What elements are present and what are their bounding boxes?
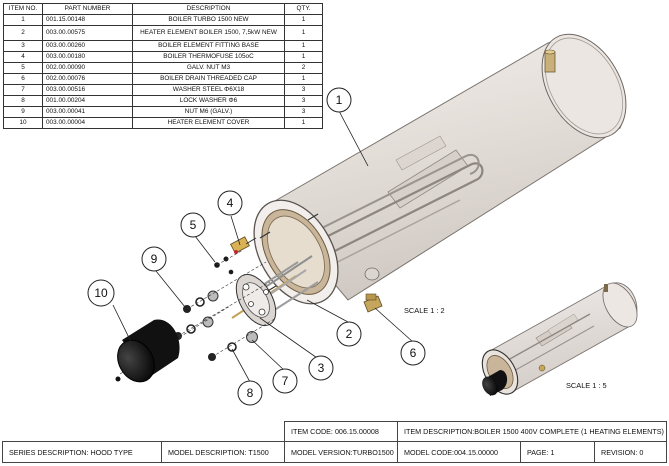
revision-value: 0 — [639, 447, 644, 457]
item-balloons — [87, 87, 426, 406]
page-cell: PAGE: 1 — [520, 441, 595, 463]
series-description-cell: SERIES DESCRIPTION: HOOD TYPE — [2, 441, 162, 463]
balloon-label: 1 — [336, 93, 343, 107]
model-code-value: 004.15.00000 — [454, 447, 499, 457]
model-code-label: MODEL CODE: — [404, 447, 455, 457]
balloon-label: 10 — [94, 286, 108, 300]
balloon-7 — [272, 368, 298, 394]
model-description-label: MODEL DESCRIPTION: — [168, 447, 247, 457]
bom-qty: 1 — [284, 117, 323, 129]
item-code-value: 006.15.00008 — [334, 427, 379, 436]
nut-m3 — [214, 256, 234, 275]
scale-label-main: SCALE 1 : 2 — [404, 306, 445, 315]
balloon-label: 8 — [247, 386, 254, 400]
heater-element-cover — [115, 319, 180, 383]
fastener-set — [174, 290, 258, 361]
model-version-label: MODEL VERSION: — [291, 447, 353, 457]
page-label: PAGE: — [527, 447, 549, 457]
balloon-3 — [308, 355, 334, 381]
item-description-label: ITEM DESCRIPTION: — [404, 427, 475, 436]
balloon-label: 2 — [346, 327, 353, 341]
series-description-value: HOOD TYPE — [90, 447, 133, 457]
boiler-tank — [253, 33, 627, 305]
item-code-cell: ITEM CODE: 006.15.00008 — [284, 421, 398, 442]
detail-view-assembly — [481, 282, 638, 396]
element-fitting-base — [235, 273, 277, 327]
balloon-9 — [141, 246, 167, 272]
balloon-label: 7 — [282, 374, 289, 388]
balloon-4 — [217, 190, 243, 216]
balloon-8 — [237, 380, 263, 406]
series-description-label: SERIES DESCRIPTION: — [9, 447, 89, 457]
balloon-6 — [400, 340, 426, 366]
balloon-labels: 1 2 3 4 5 6 7 8 9 10 — [94, 93, 416, 400]
revision-label: REVISION: — [601, 447, 638, 457]
bom-header-row: ITEM NO. PART NUMBER DESCRIPTION QTY. — [3, 3, 323, 15]
bom-qty: 2 — [284, 62, 323, 74]
drain-cap — [363, 293, 383, 313]
model-description-value: T1500 — [248, 447, 269, 457]
balloon-5 — [180, 212, 206, 238]
item-code-label: ITEM CODE: — [291, 427, 333, 436]
scale-label-detail: SCALE 1 : 5 — [566, 381, 607, 390]
model-description-cell: MODEL DESCRIPTION: T1500 — [161, 441, 285, 463]
balloon-1 — [326, 87, 352, 113]
item-description-cell: ITEM DESCRIPTION: BOILER 1500 400V COMPL… — [397, 421, 667, 442]
page-value: 1 — [550, 447, 555, 457]
model-version-value: TURBO1500 — [352, 447, 394, 457]
model-version-cell: MODEL VERSION: TURBO1500 — [284, 441, 398, 463]
item-description-value: BOILER 1500 400V COMPLETE (1 HEATING ELE… — [474, 427, 664, 436]
thermofuse — [230, 236, 257, 254]
balloon-2 — [336, 321, 362, 347]
bom-part: 003.00.00004 — [42, 117, 133, 129]
leader-lines — [112, 110, 414, 383]
balloon-label: 9 — [151, 252, 158, 266]
balloon-label: 6 — [410, 346, 417, 360]
balloon-label: 3 — [318, 361, 325, 375]
balloon-label: 5 — [190, 218, 197, 232]
revision-cell: REVISION: 0 — [594, 441, 667, 463]
model-code-cell: MODEL CODE: 004.15.00000 — [397, 441, 521, 463]
balloon-10 — [87, 279, 115, 307]
balloon-label: 4 — [227, 196, 234, 210]
